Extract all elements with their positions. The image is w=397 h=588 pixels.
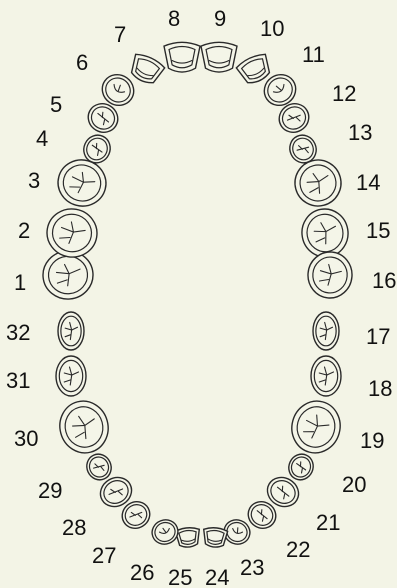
tooth-number-26: 26 <box>130 560 154 585</box>
tooth-7[interactable] <box>127 52 166 88</box>
tooth-14[interactable] <box>290 155 346 211</box>
tooth-2[interactable] <box>43 205 101 261</box>
tooth-number-21: 21 <box>316 510 340 535</box>
tooth-number-16: 16 <box>372 268 396 293</box>
tooth-19[interactable] <box>286 396 346 459</box>
tooth-number-5: 5 <box>50 92 62 117</box>
tooth-number-6: 6 <box>76 50 88 75</box>
teeth-layer <box>41 42 354 548</box>
tooth-number-13: 13 <box>348 120 372 145</box>
tooth-3[interactable] <box>53 155 111 212</box>
tooth-number-3: 3 <box>28 168 40 193</box>
tooth-number-30: 30 <box>14 426 38 451</box>
tooth-25[interactable] <box>175 527 201 548</box>
tooth-number-10: 10 <box>260 16 284 41</box>
tooth-26[interactable] <box>149 516 182 547</box>
tooth-number-28: 28 <box>62 515 86 540</box>
tooth-number-22: 22 <box>286 537 310 562</box>
tooth-8[interactable] <box>164 42 200 72</box>
tooth-number-15: 15 <box>366 218 390 243</box>
tooth-number-18: 18 <box>368 376 392 401</box>
tooth-number-12: 12 <box>332 81 356 106</box>
tooth-number-24: 24 <box>205 565 229 588</box>
tooth-number-20: 20 <box>342 472 366 497</box>
tooth-number-17: 17 <box>366 324 390 349</box>
tooth-number-14: 14 <box>356 170 380 195</box>
tooth-number-25: 25 <box>168 565 192 588</box>
tooth-number-31: 31 <box>6 368 30 393</box>
tooth-number-2: 2 <box>18 218 30 243</box>
tooth-number-9: 9 <box>214 6 226 31</box>
tooth-number-4: 4 <box>36 126 48 151</box>
tooth-16[interactable] <box>306 250 354 300</box>
tooth-number-7: 7 <box>114 22 126 47</box>
tooth-number-29: 29 <box>38 478 62 503</box>
tooth-number-27: 27 <box>92 543 116 568</box>
tooth-17[interactable] <box>313 312 339 350</box>
tooth-24[interactable] <box>202 527 228 548</box>
tooth-number-1: 1 <box>14 270 26 295</box>
tooth-30[interactable] <box>54 396 114 459</box>
tooth-number-11: 11 <box>302 42 325 67</box>
tooth-9[interactable] <box>201 42 237 72</box>
tooth-20[interactable] <box>285 450 318 484</box>
tooth-32[interactable] <box>58 312 84 350</box>
tooth-number-32: 32 <box>6 320 30 345</box>
tooth-18[interactable] <box>311 356 341 396</box>
tooth-31[interactable] <box>56 356 86 396</box>
tooth-number-23: 23 <box>240 555 264 580</box>
tooth-number-8: 8 <box>168 6 180 31</box>
tooth-number-19: 19 <box>360 428 384 453</box>
